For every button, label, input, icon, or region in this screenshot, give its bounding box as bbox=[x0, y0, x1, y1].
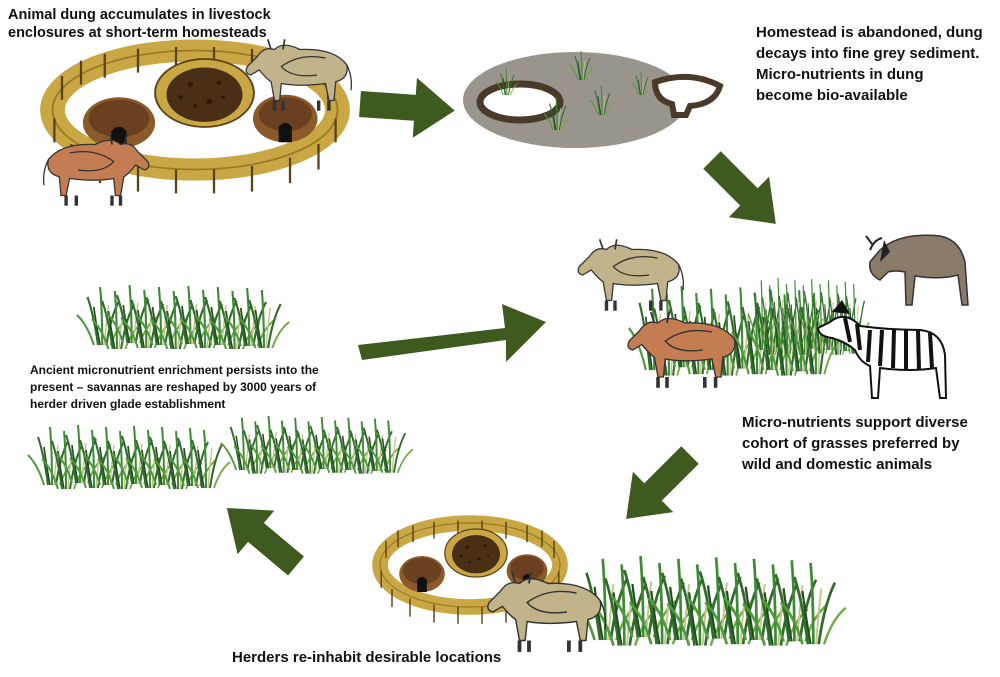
arrow-grasses-to-reinhabit bbox=[606, 434, 711, 539]
abandoned-homestead-sediment bbox=[463, 50, 724, 148]
wildebeest bbox=[865, 234, 969, 306]
arrow-persist-to-grasses bbox=[358, 304, 546, 362]
arrow-reinhabit-to-persist bbox=[208, 486, 315, 588]
arrow-dung-to-abandoned bbox=[357, 74, 457, 141]
caption-homestead-abandoned: Homestead is abandoned, dung decays into… bbox=[756, 24, 983, 104]
zebra bbox=[816, 300, 948, 399]
caption-enrichment-persists: Ancient micronutrient enrichment persist… bbox=[30, 363, 319, 411]
caption-micronutrients-support: Micro-nutrients support diverse cohort o… bbox=[742, 414, 968, 473]
grasses-left-top bbox=[77, 285, 289, 349]
grasses-bottom-right bbox=[573, 556, 846, 646]
caption-dung-accumulates: Animal dung accumulates in livestock enc… bbox=[8, 7, 271, 41]
grasses-left-bottom bbox=[28, 416, 413, 489]
arrow-abandoned-to-grasses bbox=[691, 139, 796, 244]
caption-herders-reinhabit: Herders re-inhabit desirable locations bbox=[232, 649, 502, 666]
